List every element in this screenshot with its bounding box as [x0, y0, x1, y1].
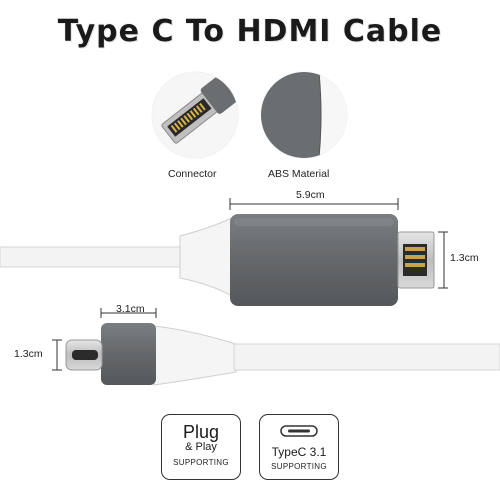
- typec-badge-line1: TypeC 3.1: [271, 445, 327, 459]
- typec-height-dimension: [52, 339, 62, 371]
- typec-cable: [153, 325, 500, 386]
- plug-play-line3: SUPPORTING: [173, 458, 229, 467]
- product-title: Type C To HDMI Cable: [57, 14, 443, 49]
- typec-length-label: 3.1cm: [116, 303, 145, 315]
- typec-plug: [65, 339, 103, 371]
- hdmi-plug: [397, 231, 435, 289]
- material-label: ABS Material: [268, 168, 330, 180]
- typec-badge-line2: SUPPORTING: [271, 462, 327, 471]
- plug-play-badge: Plug & Play SUPPORTING: [161, 414, 241, 480]
- housing-closeup-icon: [261, 72, 347, 158]
- connector-label: Connector: [168, 168, 217, 180]
- hdmi-length-dimension: [229, 198, 399, 210]
- typec-badge: TypeC 3.1 SUPPORTING: [259, 414, 339, 480]
- hdmi-height-dimension: [438, 231, 448, 289]
- hdmi-length-label: 5.9cm: [296, 189, 325, 201]
- hdmi-cable: [0, 217, 233, 297]
- material-detail-circle: [261, 72, 347, 158]
- typec-housing: [101, 323, 156, 385]
- plug-play-line1: Plug: [182, 422, 220, 442]
- plug-play-line2: & Play: [185, 441, 217, 453]
- typec-length-dimension: [100, 308, 157, 318]
- hdmi-housing: [230, 214, 398, 306]
- usb-c-port-icon: [280, 425, 318, 437]
- hdmi-height-label: 1.3cm: [450, 252, 479, 264]
- typec-height-label: 1.3cm: [14, 348, 43, 360]
